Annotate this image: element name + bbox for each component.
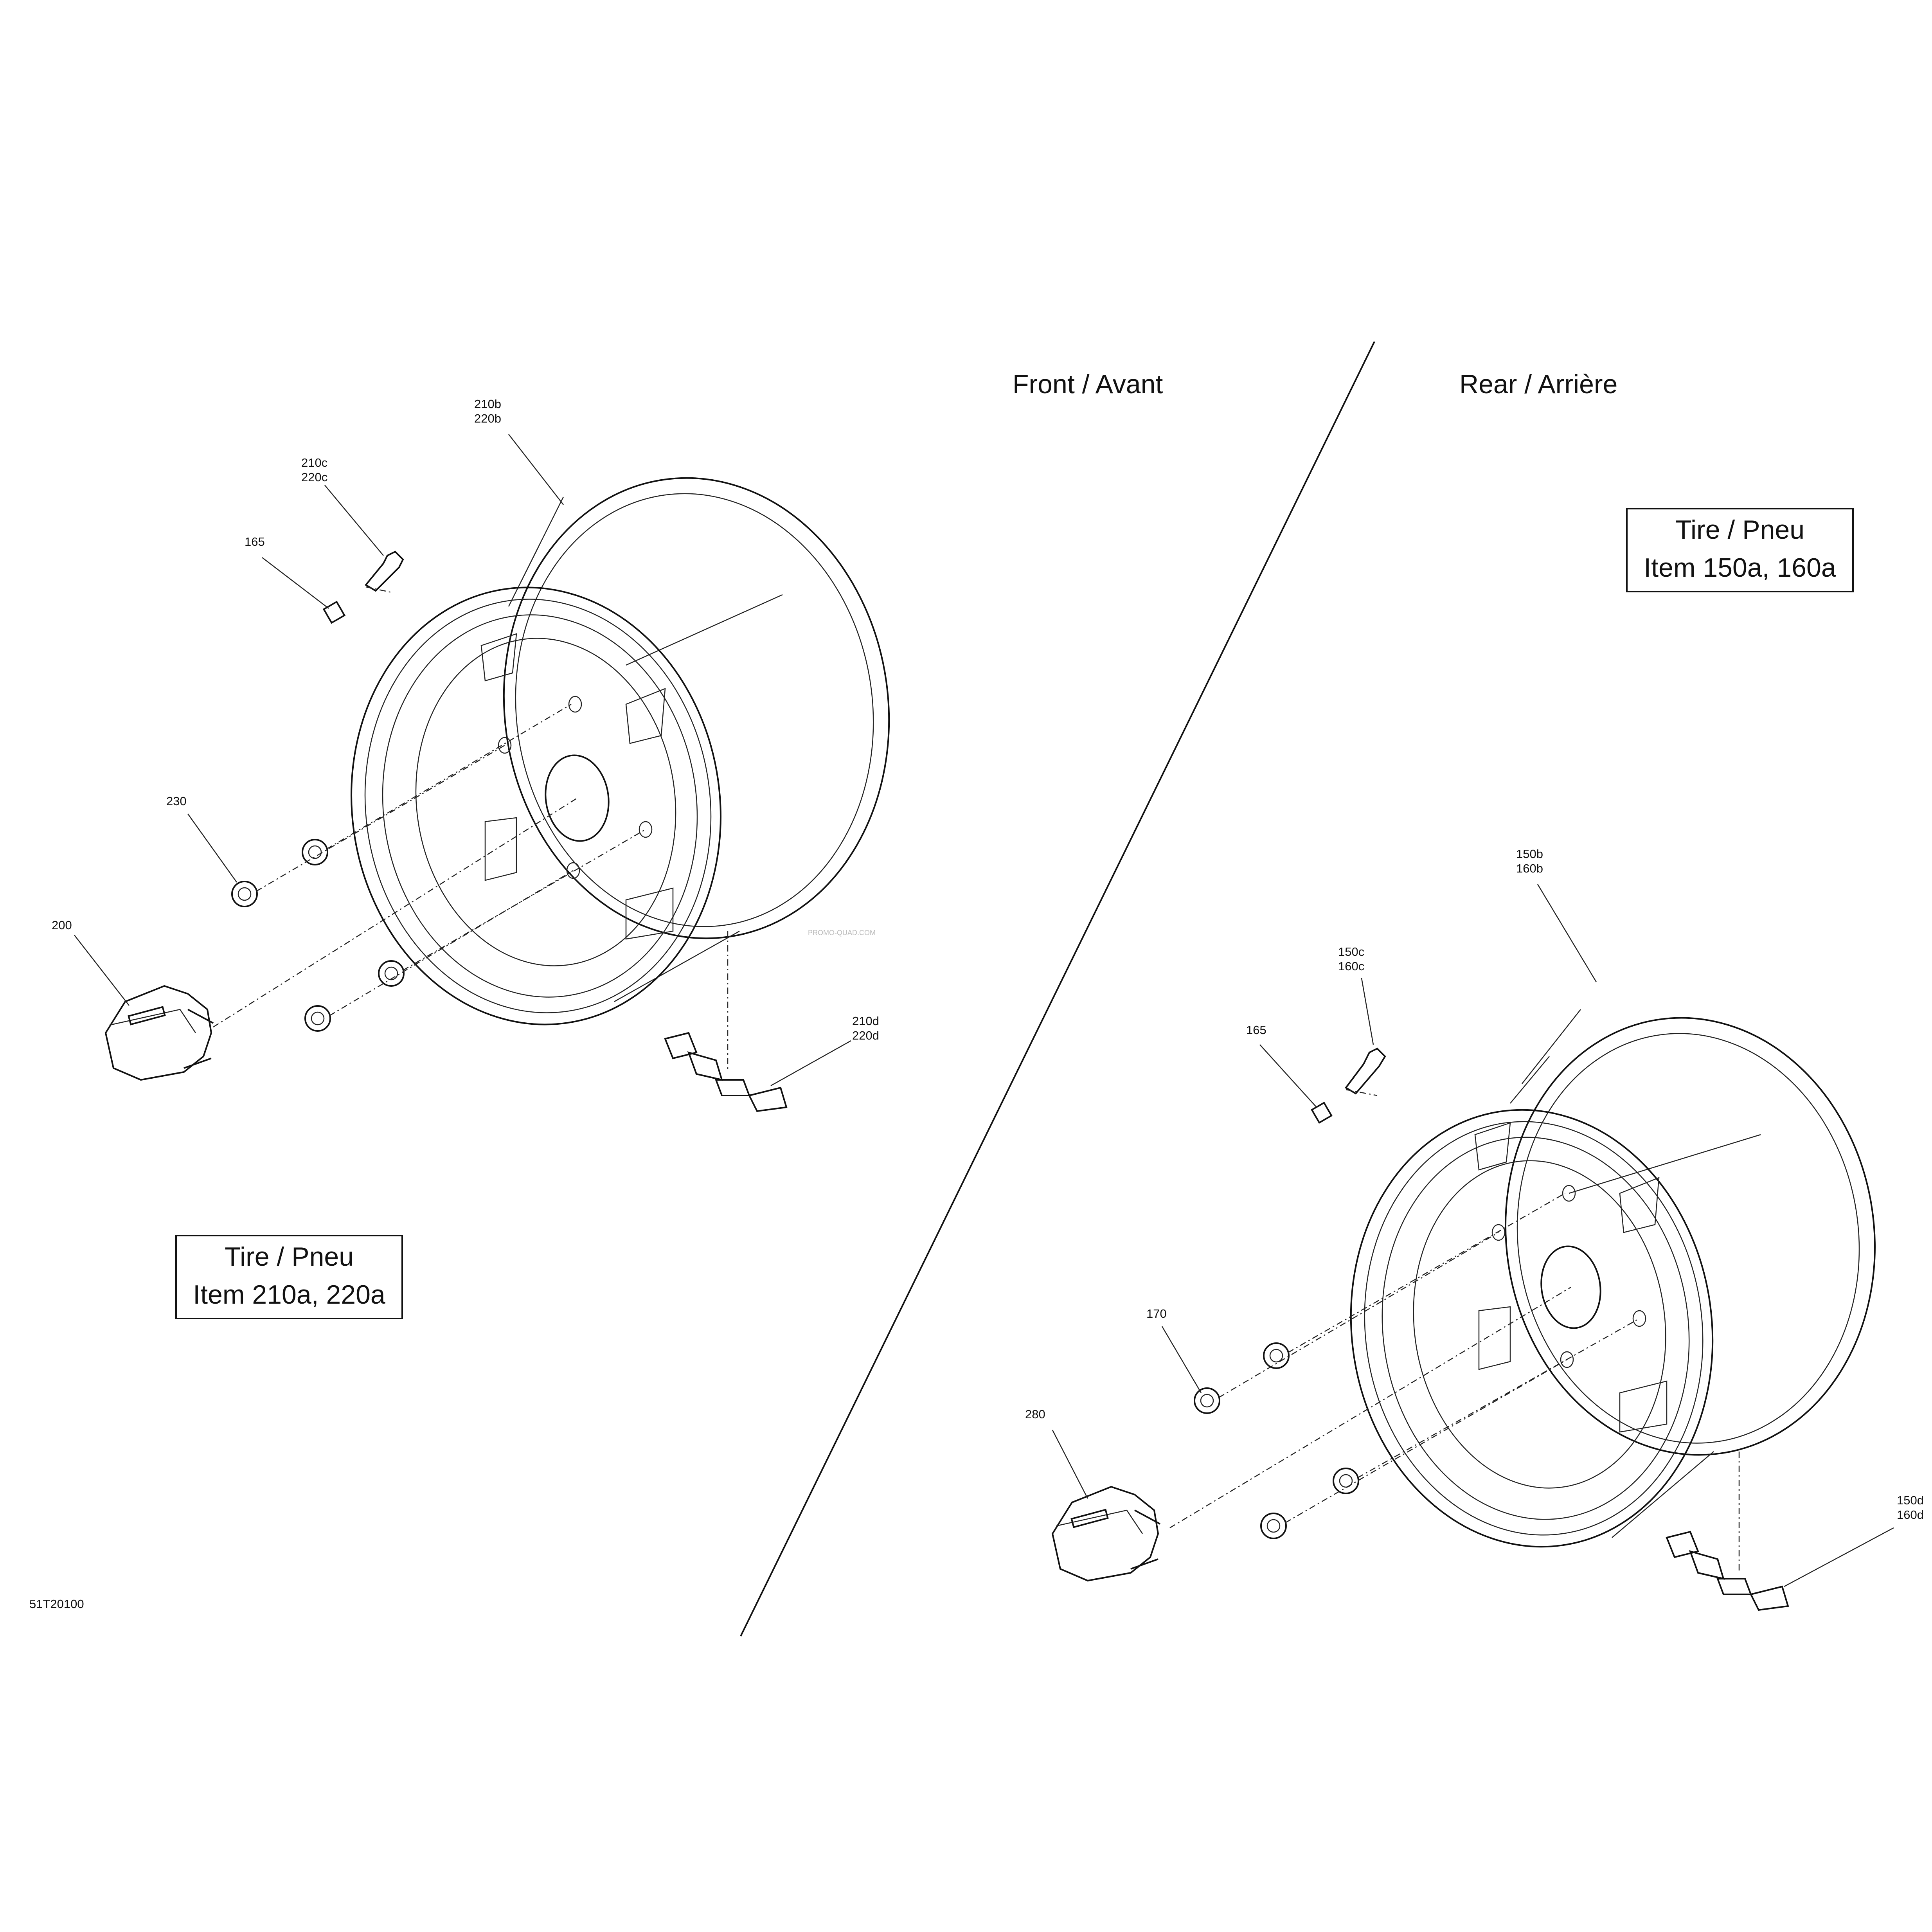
callout-rear-hub-cover: 280 [1025, 1407, 1045, 1421]
front-tire-box: Tire / Pneu Item 210a, 220a [175, 1235, 403, 1319]
svg-text:150c: 150c [1338, 945, 1364, 959]
rear-tire-box: Tire / Pneu Item 150a, 160a [1626, 508, 1854, 592]
rear-valve-cap [1311, 1101, 1333, 1124]
callout-front-hub-cover: 200 [52, 918, 72, 932]
svg-text:210d: 210d [852, 1014, 879, 1028]
callout-front-rim: 210b 220b [474, 397, 501, 425]
svg-text:Tire / Pneu: Tire / Pneu [225, 1242, 354, 1272]
svg-text:Tire / Pneu: Tire / Pneu [1675, 515, 1804, 545]
watermark: PROMO-QUAD.COM [808, 929, 876, 937]
callout-rear-valve: 150c 160c [1338, 945, 1364, 973]
rear-hub-cover [1051, 1486, 1160, 1582]
svg-text:Item 150a, 160a: Item 150a, 160a [1644, 553, 1836, 583]
callout-rear-weights: 150d 160d [1897, 1493, 1924, 1522]
rear-valve-stem [1345, 1047, 1386, 1096]
svg-text:210b: 210b [474, 397, 501, 411]
callout-rear-cap: 165 [1246, 1023, 1266, 1037]
svg-text:160c: 160c [1338, 959, 1364, 973]
svg-text:220b: 220b [474, 412, 501, 425]
front-valve-stem [364, 550, 404, 594]
svg-text:220d: 220d [852, 1029, 879, 1042]
callout-front-valve: 210c 220c [301, 456, 327, 484]
callout-rear-rim: 150b 160b [1516, 847, 1543, 875]
callout-rear-nut: 170 [1146, 1307, 1167, 1320]
svg-text:150b: 150b [1516, 847, 1543, 861]
callout-front-nut: 230 [166, 794, 187, 808]
front-lug-nuts [231, 839, 405, 1032]
rear-balance-weights [1666, 1452, 1789, 1611]
svg-text:150d: 150d [1897, 1493, 1924, 1507]
svg-text:210c: 210c [301, 456, 327, 470]
rear-lug-nuts [1194, 1342, 1359, 1539]
front-valve-cap [322, 601, 346, 624]
callout-front-weights: 210d 220d [852, 1014, 879, 1042]
svg-text:Item 210a, 220a: Item 210a, 220a [193, 1280, 385, 1310]
figure-id: 51T20100 [29, 1597, 84, 1611]
rear-heading: Rear / Arrière [1459, 369, 1617, 399]
front-heading: Front / Avant [1013, 369, 1163, 399]
front-balance-weights [664, 931, 788, 1112]
svg-text:220c: 220c [301, 470, 327, 484]
front-wheel [351, 477, 890, 1025]
svg-text:160d: 160d [1897, 1508, 1924, 1522]
callout-front-cap: 165 [245, 535, 265, 549]
rear-wheel [1350, 1009, 1876, 1548]
front-hub-cover [104, 985, 214, 1081]
front-rear-divider [740, 341, 1375, 1637]
svg-text:160b: 160b [1516, 862, 1543, 875]
